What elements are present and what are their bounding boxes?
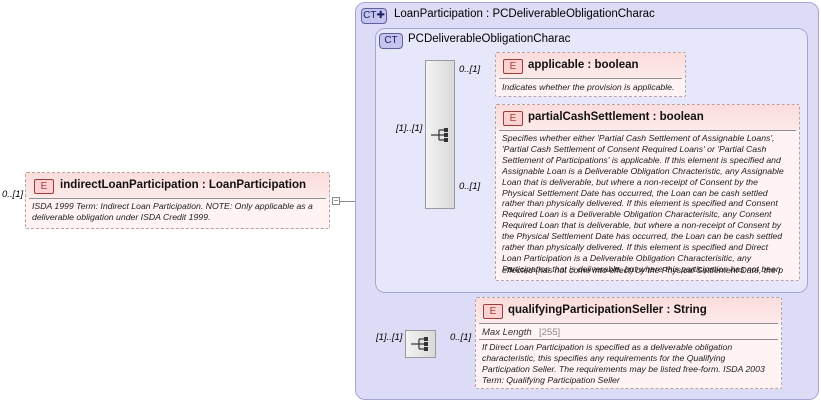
element-badge: E [34,179,54,194]
sequence-icon [411,337,428,351]
seller-header [476,298,781,323]
max-length-label: Max Length [482,327,532,338]
element-badge: E [483,304,503,319]
max-length-value: [255] [539,327,561,338]
partial-doc-line-1: Specifies whether either 'Partial Cash S… [502,133,775,143]
separator [499,130,796,131]
inner-sequence-cardinality: [1]..[1] [396,123,423,134]
connector-root-to-type [340,201,366,202]
separator [479,339,778,340]
partial-doc-line-3: Settlement of Participations' is applica… [502,154,781,165]
partial-doc-line-7: rather than physically delivered. If thi… [502,198,778,209]
seller-doc-line-3: Participation Seller. The requirements m… [482,363,765,374]
seller-cardinality: 0..[1] [450,332,472,343]
root-element-box[interactable]: E indirectLoanParticipation : LoanPartic… [25,172,330,229]
partial-doc-line-9: Required Loan that is deliverable, but w… [502,220,782,231]
complex-type-title: LoanParticipation : PCDeliverableObligat… [394,8,655,20]
partial-doc-line-6: Physical Settlement Date has occurred, t… [502,187,768,198]
complex-type-badge: CT✚ [361,8,387,24]
root-element-header [26,173,329,198]
partial-doc-line-11: rather than physically delivered. If thi… [502,242,769,252]
applicable-element-box[interactable]: E applicable : boolean Indicates whether… [495,52,686,97]
sequence-compositor[interactable] [425,60,455,209]
partial-doc-line-10: the Physical Settlement Date has occurre… [502,231,783,242]
ct-badge-label: CT [363,10,377,21]
partial-doc-line-13: Participation that is deliverable, but w… [502,263,781,274]
partial-cardinality: 0..[1] [459,181,481,192]
seller-doc-line-1: If Direct Loan Participation is specifie… [482,342,733,352]
partial-doc-line-8: Required Loan is a Deliverable Obligatio… [502,209,772,220]
partial-header [496,105,799,130]
element-badge: E [503,59,523,74]
root-cardinality: 0..[1] [2,189,24,200]
sequence-compositor-outer[interactable] [405,330,436,358]
partial-name: partialCashSettlement : boolean [528,111,704,123]
applicable-header [496,53,685,78]
applicable-doc-line-1: Indicates whether the provision is appli… [502,82,675,92]
partial-doc-line-5: Loan that is deliverable, but where a no… [502,176,758,187]
expand-plus-icon: ✚ [376,10,385,21]
partial-doc-line-4: Assignable Loan is a Deliverable Obligat… [502,165,784,176]
root-doc-line-2: deliverable obligation under ISDA Credit… [32,212,211,222]
seller-name: qualifyingParticipationSeller : String [508,304,707,316]
partial-element-box[interactable]: E partialCashSettlement : boolean Specif… [495,104,800,281]
base-type-badge: CT [379,33,403,49]
element-badge: E [503,111,523,126]
applicable-cardinality: 0..[1] [459,64,481,75]
applicable-name: applicable : boolean [528,59,639,71]
outer-sequence-cardinality: [1]..[1] [376,332,403,343]
sequence-icon [431,128,448,142]
partial-doc-line-2: 'Partial Cash Settlement of Consent Requ… [502,143,767,154]
separator [499,78,682,79]
partial-doc-line-14: effected (has not come into effect) by t… [502,264,784,275]
seller-doc-line-2: characteristic, this specifies any requi… [482,352,726,363]
separator [29,198,326,199]
collapse-toggle[interactable]: − [332,196,340,205]
root-doc-line-1: ISDA 1999 Term: Indirect Loan Participat… [32,201,313,211]
seller-doc-line-4: Term: Qualifying Participation Seller [482,374,620,385]
separator [479,323,778,324]
root-element-name: indirectLoanParticipation : LoanParticip… [60,179,306,191]
partial-doc-line-12: Loan Participation is a Deliverable Obli… [502,252,752,263]
seller-element-box[interactable]: E qualifyingParticipationSeller : String… [475,297,782,389]
base-type-title: PCDeliverableObligationCharac [408,33,571,45]
